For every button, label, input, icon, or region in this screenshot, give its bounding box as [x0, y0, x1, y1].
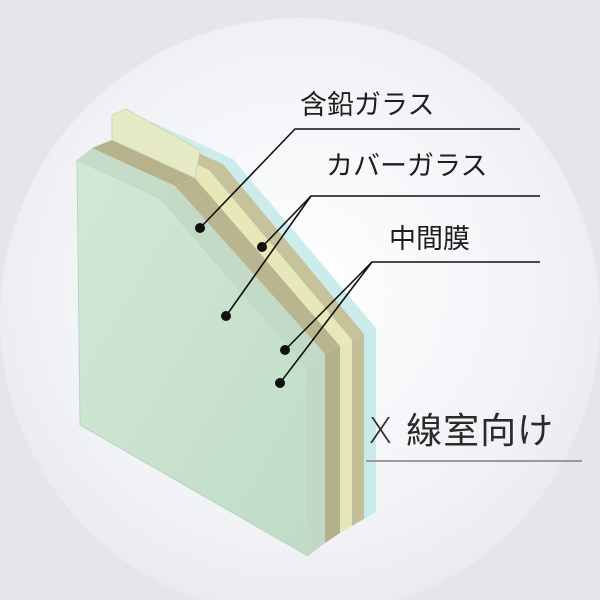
label-cover-glass: カバーガラス: [326, 151, 488, 182]
lead-glass-dot: [195, 223, 205, 233]
interlayer-back-slant-edge: [209, 164, 364, 340]
interlayer-top-edge: [92, 140, 195, 186]
cover-glass-leader-line-2: [225, 195, 312, 317]
lead-glass-slant-edge: [195, 170, 352, 346]
label-lead-glass: 含鉛ガラス: [300, 90, 435, 121]
interlayer-slant-edge: [175, 178, 340, 354]
cover-glass-back-vertical-edge: [364, 328, 376, 519]
lead-glass-leader-line: [199, 128, 520, 229]
cover-glass-back-slant-edge: [223, 159, 376, 334]
cover-glass-front-top-edge: [77, 148, 175, 198]
cover-glass-dot-back: [257, 242, 267, 252]
interlayer-leader-line-2: [279, 261, 373, 384]
interlayer-back-vertical-edge: [352, 334, 364, 526]
lead-glass-tab: [111, 108, 201, 179]
diagram-title: X 線室向け: [368, 411, 555, 452]
interlayer-vertical-edge: [325, 346, 340, 543]
interlayer-dot-back: [280, 345, 290, 355]
lead-glass-vertical-edge: [340, 340, 352, 533]
cover-glass-front-vertical-edge: [308, 354, 325, 556]
interlayer-dot-front: [275, 378, 285, 388]
cover-glass-dot-front: [221, 311, 231, 321]
label-interlayer: 中間膜: [389, 224, 470, 255]
